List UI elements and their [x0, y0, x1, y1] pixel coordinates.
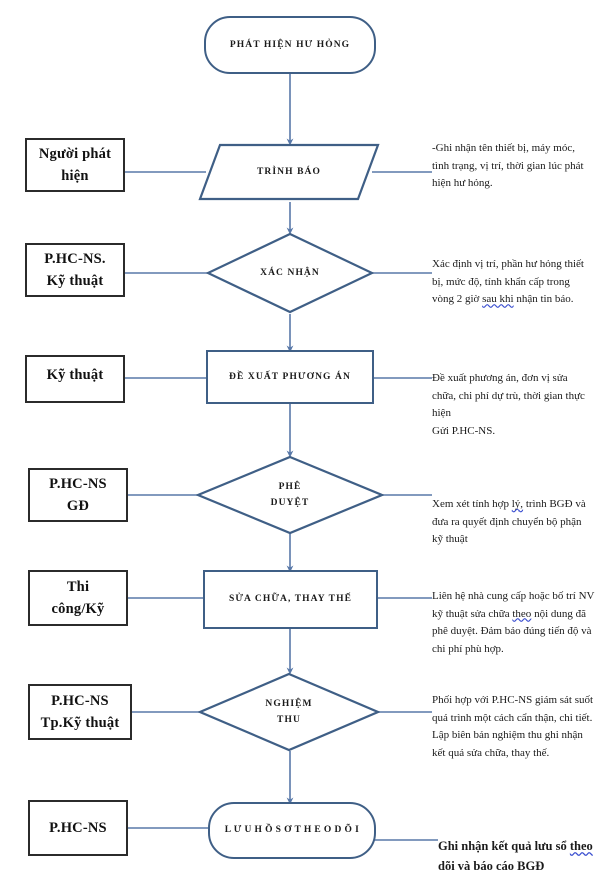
role-box-phc-ns-tp-ky-thuat: P.HC-NS Tp.Kỹ thuật: [28, 684, 132, 740]
note-text: Xem xét tính hợp: [432, 497, 512, 510]
note-spellcheck-word: theo: [512, 607, 532, 620]
note-text-after: dõi và báo cáo BGĐ: [438, 859, 545, 873]
role-line: Kỹ thuật: [46, 273, 104, 289]
role-box-phc-ns-ky-thuat: P.HC-NS. Kỹ thuật: [25, 243, 125, 297]
role-box-nguoi-phat-hien: Người phát hiện: [25, 138, 125, 192]
node-trinh-bao[interactable]: TRÌNH BÁO: [198, 143, 380, 201]
note-text: Phối hợp với P.HC-NS giám sát suốt quá t…: [432, 693, 594, 760]
note-trinh-bao: -Ghi nhận tên thiết bị, máy móc, tình tr…: [432, 122, 592, 193]
role-line: P.HC-NS.: [44, 250, 106, 267]
note-de-xuat-phuong-an: Đề xuất phương án, đơn vị sửa chữa, chi …: [432, 352, 592, 441]
role-line: hiện: [61, 168, 89, 184]
node-phat-hien-hu-hong[interactable]: PHÁT HIỆN HƯ HỎNG: [204, 16, 376, 74]
role-line: Kỹ thuật: [46, 367, 104, 383]
note-text-after: nội dung đã phê duyệt. Đảm bảo đúng tiến…: [432, 607, 592, 656]
role-box-ky-thuat: Kỹ thuật: [25, 355, 125, 403]
role-line: P.HC-NS: [49, 475, 107, 492]
note-text: -Ghi nhận tên thiết bị, máy móc, tình tr…: [432, 141, 584, 190]
role-line: Thi: [66, 578, 90, 595]
node-sua-chua-thay-the[interactable]: SỬA CHỮA, THAY THẾ: [203, 570, 378, 629]
node-xac-nhan[interactable]: XÁC NHẬN: [206, 232, 374, 314]
note-sua-chua: Liên hệ nhà cung cấp hoặc bố trí NV kỹ t…: [432, 570, 595, 659]
diamond-shape: [198, 672, 380, 752]
role-box-thi-cong-ky: Thi công/Kỹ: [28, 570, 128, 626]
note-spellcheck-word: sau khi: [482, 293, 514, 306]
note-text: Ghi nhận kết quả lưu sổ: [438, 839, 570, 853]
note-text-after: trình BGĐ và đưa ra quyết định chuyển bộ…: [432, 497, 586, 546]
node-label: SỬA CHỮA, THAY THẾ: [228, 594, 353, 605]
node-label: TRÌNH BÁO: [256, 166, 321, 177]
role-box-phc-ns-gd: P.HC-NS GĐ: [28, 468, 128, 522]
node-phe-duyet[interactable]: PHÊ DUYỆT: [196, 455, 384, 535]
role-line: P.HC-NS: [49, 819, 107, 836]
note-text: Liên hệ nhà cung cấp hoặc bố trí NV kỹ t…: [432, 589, 595, 620]
parallelogram-shape: [198, 143, 380, 201]
diamond-shape: [206, 232, 374, 314]
note-phe-duyet: Xem xét tính hợp lý, trình BGĐ và đưa ra…: [432, 478, 592, 549]
node-label: PHÊ DUYỆT: [270, 481, 310, 508]
note-spellcheck-word: theo: [569, 839, 593, 853]
note-xac-nhan: Xác định vị trí, phần hư hỏng thiết bị, …: [432, 238, 592, 309]
note-nghiem-thu: Phối hợp với P.HC-NS giám sát suốt quá t…: [432, 674, 595, 763]
role-line: Tp.Kỹ thuật: [40, 715, 120, 731]
node-de-xuat-phuong-an[interactable]: ĐỀ XUẤT PHƯƠNG ÁN: [206, 350, 374, 404]
role-line: Người phát: [38, 145, 112, 162]
node-luu-ho-so-theo-doi[interactable]: L Ư U H Ồ S Ơ T H E O D Õ I: [208, 802, 376, 859]
note-text-after: nhận tin báo.: [513, 293, 574, 306]
note-text: Đề xuất phương án, đơn vị sửa chữa, chi …: [432, 371, 585, 438]
diamond-shape: [196, 455, 384, 535]
role-line: công/Kỹ: [51, 601, 105, 617]
note-spellcheck-word: lý,: [511, 497, 524, 510]
node-label: NGHIỆM THU: [265, 698, 313, 725]
note-text: Xác định vị trí, phần hư hỏng thiết bị, …: [432, 257, 584, 306]
node-label: ĐỀ XUẤT PHƯƠNG ÁN: [229, 371, 351, 382]
node-nghiem-thu[interactable]: NGHIỆM THU: [198, 672, 380, 752]
node-label: L Ư U H Ồ S Ơ T H E O D Õ I: [224, 825, 360, 836]
node-label: XÁC NHẬN: [260, 267, 320, 278]
node-label: PHÁT HIỆN HƯ HỎNG: [229, 39, 351, 50]
role-line: GĐ: [66, 498, 90, 514]
role-line: P.HC-NS: [51, 692, 109, 709]
role-box-phc-ns: P.HC-NS: [28, 800, 128, 856]
note-luu-ho-so: Ghi nhận kết quả lưu sổ theo dõi và báo …: [438, 816, 596, 876]
